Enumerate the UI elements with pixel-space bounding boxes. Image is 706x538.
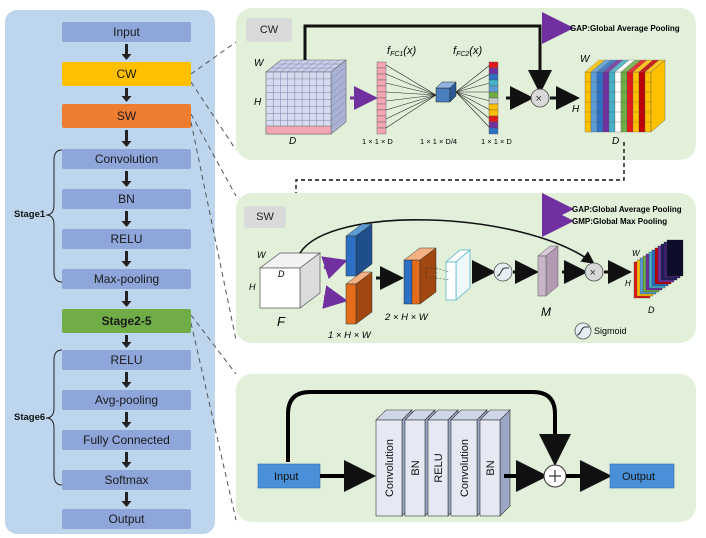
res-layer-label: BN (485, 460, 497, 475)
sw-concat-block (403, 247, 437, 305)
cw-bypass-line (303, 24, 552, 94)
sw-out-w: W (632, 249, 641, 258)
pipeline-sw: SW (62, 104, 191, 128)
res-layer-label: RELU (433, 453, 445, 482)
sw-gap-arrow (321, 256, 348, 280)
cw-fc-lines (385, 64, 491, 129)
sw-orange-slab (345, 271, 373, 325)
pipeline-max-pooling: Max-pooling (62, 269, 191, 289)
sw-out-d: D (648, 305, 655, 315)
sw-tag: SW (244, 206, 286, 228)
res-layer-stack: Convolution BN RELU Convolution BN (375, 409, 511, 517)
res-skip-connection (286, 390, 571, 466)
pipeline-input: Input (62, 22, 191, 42)
sw-label-d: D (278, 269, 285, 279)
sw-dim-1hw: 1 × H × W (328, 330, 372, 341)
sw-output-stack (633, 239, 684, 299)
cw-label-w: W (254, 58, 265, 69)
pipeline-softmax: Softmax (62, 470, 191, 490)
sw-label-w: W (257, 250, 267, 260)
cw-label-d: D (289, 136, 296, 147)
sw-bypass-curve (299, 219, 595, 264)
sw-conv-slab (445, 249, 471, 301)
cw-legend-gap: GAP:Global Average Pooling (570, 24, 680, 33)
cw-fc1-label: fFC1(x) (387, 45, 416, 58)
sw-legend-gmp: GMP:Global Max Pooling (572, 217, 667, 226)
sw-out-h: H (625, 279, 631, 288)
svg-text:×: × (590, 267, 596, 279)
cw-dim-mid: 1 × 1 × D/4 (420, 137, 457, 146)
cw-label-h: H (254, 97, 262, 108)
pipeline-avg-pooling: Avg-pooling (62, 390, 191, 410)
sw-legend-gap: GAP:Global Average Pooling (572, 205, 682, 214)
res-output-box (609, 463, 675, 489)
res-layer-label: Convolution (384, 439, 396, 497)
pipeline-convolution: Convolution (62, 149, 191, 169)
res-output-label: Output (622, 471, 655, 483)
res-layer-label: BN (410, 460, 422, 475)
cw-color-vector (488, 61, 499, 135)
pipeline-stage2-5: Stage2-5 (62, 309, 191, 333)
pipeline-bn: BN (62, 189, 191, 209)
sw-sigmoid-legend: Sigmoid (594, 326, 627, 336)
sw-m-label: M (541, 305, 551, 319)
stage1-label: Stage1 (14, 209, 46, 220)
cw-dim-1: 1 × 1 × D (362, 137, 393, 146)
sw-blue-slab (345, 223, 373, 277)
pipeline-fully-connected: Fully Connected (62, 430, 191, 450)
stage6-brace (45, 349, 63, 486)
sw-multiply-node (584, 262, 604, 282)
pipeline-output: Output (62, 509, 191, 529)
svg-text:×: × (536, 93, 542, 105)
sw-label-h: H (249, 282, 256, 292)
cw-out-w: W (580, 54, 591, 65)
sw-f-cube (258, 252, 322, 309)
sw-dim-2hw: 2 × H × W (384, 312, 429, 323)
cw-input-cube (265, 59, 347, 135)
sw-m-slab (537, 245, 559, 297)
pipeline-relu: RELU (62, 229, 191, 249)
cw-dim-out: 1 × 1 × D (481, 137, 512, 146)
stage6-label: Stage6 (14, 412, 46, 423)
cw-out-h: H (572, 104, 580, 115)
cw-multiply-node (530, 88, 550, 108)
sw-gmp-arrow (322, 285, 348, 309)
cw-mid-cube (435, 81, 457, 103)
res-input-label: Input (274, 471, 298, 483)
pipeline-relu-2: RELU (62, 350, 191, 370)
stage1-brace (45, 149, 63, 283)
sw-f-label: F (277, 314, 286, 329)
res-layer-label: Convolution (459, 439, 471, 497)
pipeline-cw: CW (62, 62, 191, 86)
cw-fc2-label: fFC2(x) (453, 45, 482, 58)
cw-tag: CW (246, 18, 292, 42)
cw-out-d: D (612, 136, 619, 147)
cw-output-cube (584, 59, 666, 133)
